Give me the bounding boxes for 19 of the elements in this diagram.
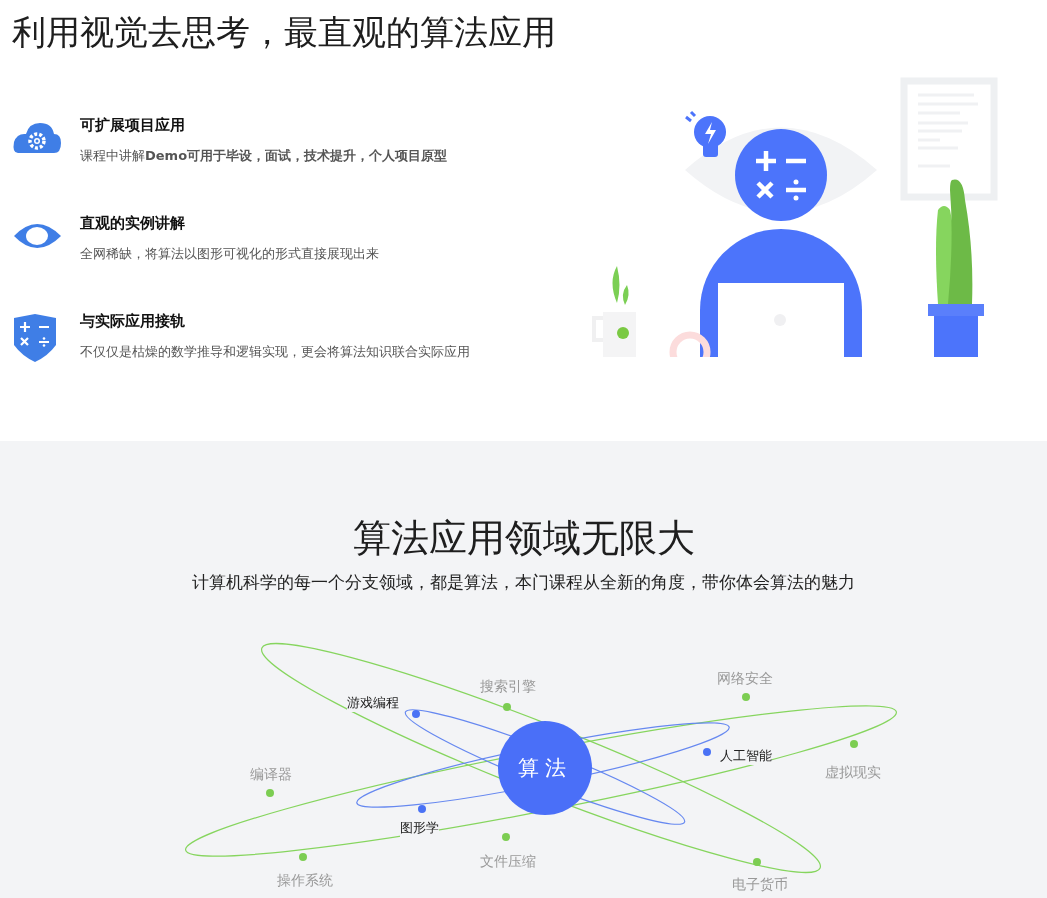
feature-heading: 与实际应用接轨 [80,312,185,330]
section-heading: 算法应用领域无限大 [351,515,696,562]
feature-description: 不仅仅是枯燥的数学推导和逻辑实现，更会将算法知识联合实际应用 [80,343,470,361]
orbit-label: 游戏编程 [347,694,399,712]
orbit-label: 图形学 [400,819,439,837]
feature-description: 全网稀缺，将算法以图形可视化的形式直接展现出来 [80,245,379,263]
section-subtitle: 计算机科学的每一个分支领域，都是算法，本门课程从全新的角度，带你体会算法的魅力 [191,571,856,594]
orbit-label: 虚拟现实 [825,763,881,781]
orbit-label: 人工智能 [720,747,772,765]
feature-heading: 直观的实例讲解 [80,214,185,232]
orbit-label: 网络安全 [717,669,773,687]
orbit-label: 电子货币 [732,875,788,893]
feature-description: 课程中讲解Demo可用于毕设，面试，技术提升，个人项目原型 [80,147,448,165]
page-title: 利用视觉去思考，最直观的算法应用 [12,11,556,54]
orbit-label: 文件压缩 [480,852,536,870]
feature-heading: 可扩展项目应用 [80,116,185,134]
orbit-label: 操作系统 [277,871,333,889]
orbit-label: 搜索引擎 [480,677,536,695]
orbit-label: 编译器 [250,765,292,783]
